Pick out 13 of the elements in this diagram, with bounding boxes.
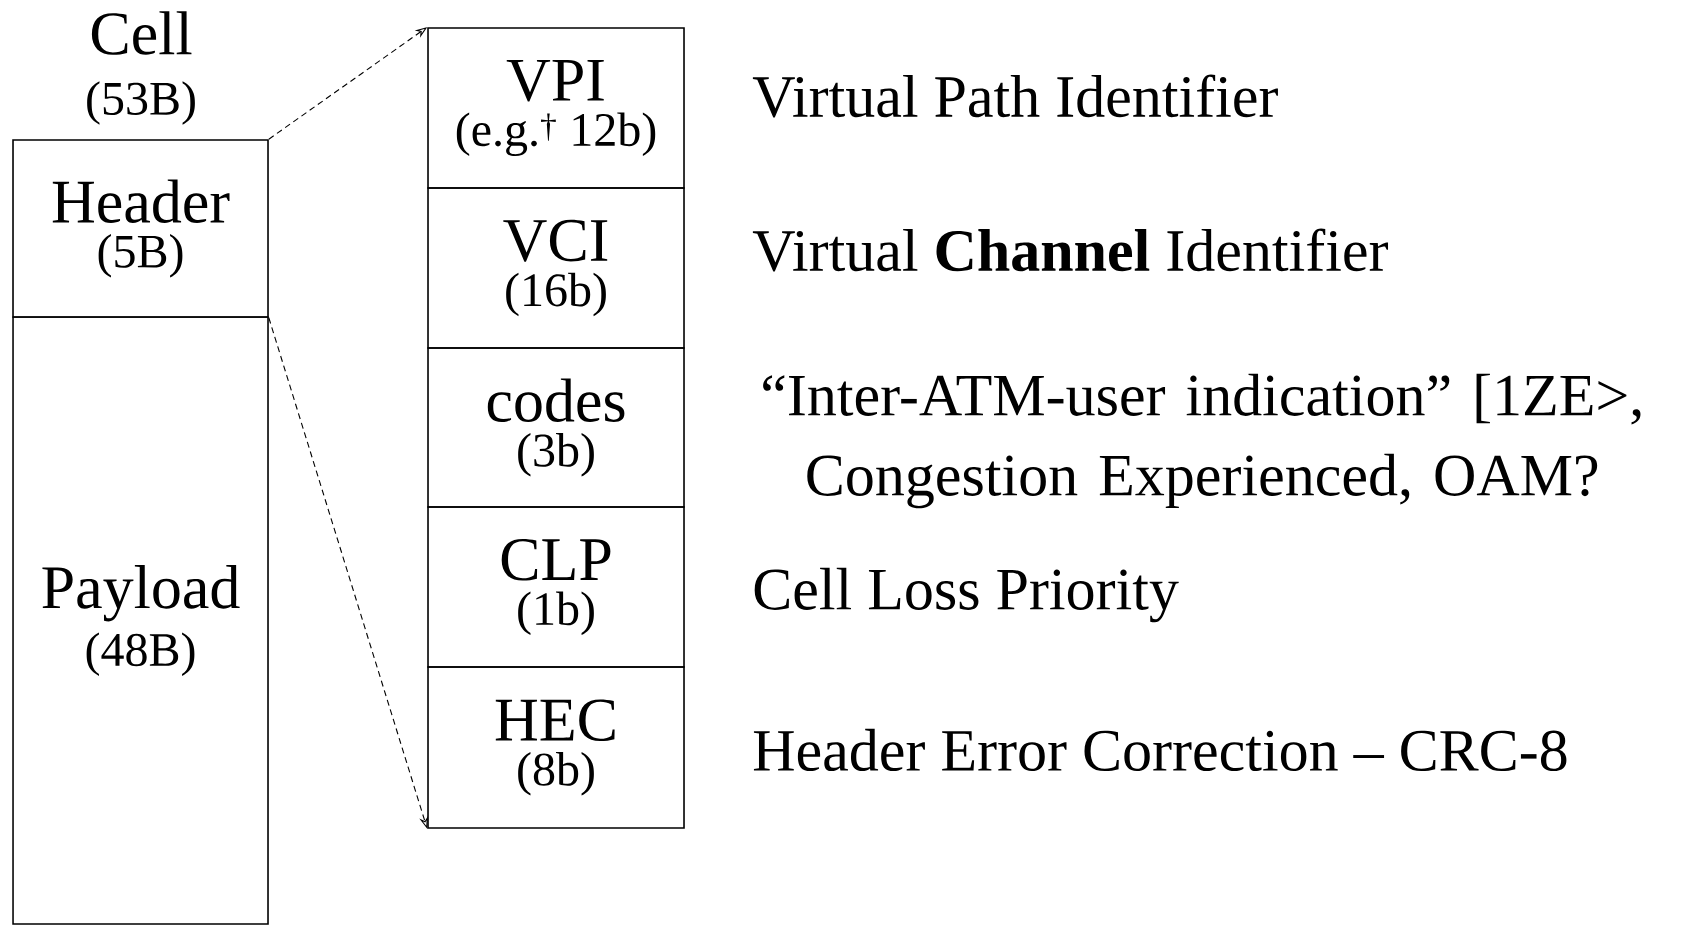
cell-part-box: Payload (48B) <box>12 316 269 925</box>
description-text: Virtual Path Identifier <box>752 74 1278 118</box>
description-text: Virtual Channel Identifier <box>752 228 1388 272</box>
description-text: “Inter-ATM-user indication” [1ZE>, Congestion Experienced, OAM? <box>763 373 1641 509</box>
description-text: Cell Loss Priority <box>754 567 1179 623</box>
header-field-box: VCI (16b) <box>427 187 685 349</box>
header-field-box: CLP (1b) <box>427 506 685 668</box>
header-field-box: HEC (8b) <box>427 666 685 829</box>
cell-label: Cell <box>91 11 192 55</box>
cell-part-box: Header (5B) <box>12 139 269 318</box>
description-text: Header Error Correction – CRC-8 <box>753 728 1567 772</box>
header-field-box: VPI (e.g.$^{†}$ 12b) <box>427 27 685 189</box>
header-field-box: codes (3b) <box>427 347 685 508</box>
